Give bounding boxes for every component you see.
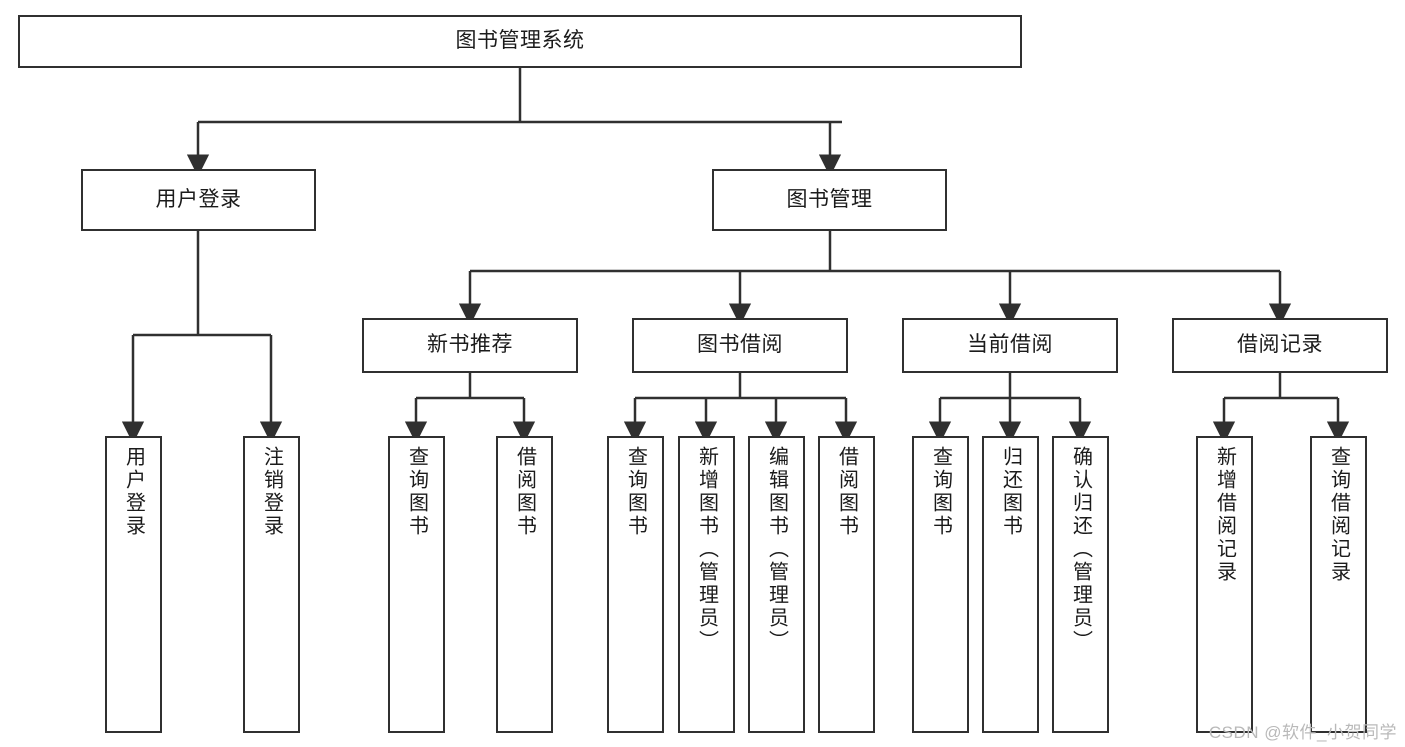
node-label: 用户登录 <box>155 187 242 211</box>
node-leaf-add-book-admin[interactable]: 新增图书（管理员） <box>678 436 735 733</box>
node-label: 用户登录 <box>122 446 145 538</box>
node-label: 查询图书 <box>929 446 952 538</box>
node-leaf-confirm-return-admin[interactable]: 确认归还（管理员） <box>1052 436 1109 733</box>
node-leaf-add-borrow-record[interactable]: 新增借阅记录 <box>1196 436 1253 733</box>
node-new-book-recommendation[interactable]: 新书推荐 <box>362 318 578 373</box>
node-label: 图书管理 <box>786 187 873 211</box>
node-label: 图书管理系统 <box>455 29 585 53</box>
node-leaf-user-login[interactable]: 用户登录 <box>105 436 162 733</box>
node-root-book-management-system[interactable]: 图书管理系统 <box>18 15 1022 68</box>
node-label: 查询图书 <box>405 446 428 538</box>
node-label: 借阅图书 <box>835 446 858 538</box>
node-label: 归还图书 <box>999 446 1022 538</box>
watermark: CSDN @软件_小贺同学 <box>1208 723 1397 742</box>
node-label: 新书推荐 <box>427 333 513 357</box>
node-label: 查询借阅记录 <box>1327 446 1350 584</box>
node-leaf-query-books-current[interactable]: 查询图书 <box>912 436 969 733</box>
node-label: 当前借阅 <box>967 333 1053 357</box>
node-leaf-return-books[interactable]: 归还图书 <box>982 436 1039 733</box>
node-leaf-query-books-borrow[interactable]: 查询图书 <box>607 436 664 733</box>
node-label: 编辑图书（管理员） <box>765 446 788 653</box>
node-label: 新增借阅记录 <box>1213 446 1236 584</box>
node-label: 注销登录 <box>260 446 283 538</box>
node-user-login[interactable]: 用户登录 <box>81 169 316 231</box>
node-current-borrowing[interactable]: 当前借阅 <box>902 318 1118 373</box>
node-leaf-edit-book-admin[interactable]: 编辑图书（管理员） <box>748 436 805 733</box>
node-label: 新增图书（管理员） <box>695 446 718 653</box>
node-label: 确认归还（管理员） <box>1069 446 1092 653</box>
node-label: 借阅记录 <box>1237 333 1323 357</box>
node-borrowing-records[interactable]: 借阅记录 <box>1172 318 1388 373</box>
node-book-borrowing[interactable]: 图书借阅 <box>632 318 848 373</box>
node-leaf-query-borrow-record[interactable]: 查询借阅记录 <box>1310 436 1367 733</box>
node-leaf-query-books-recommend[interactable]: 查询图书 <box>388 436 445 733</box>
node-label: 图书借阅 <box>697 333 783 357</box>
node-label: 借阅图书 <box>513 446 536 538</box>
node-book-management[interactable]: 图书管理 <box>712 169 947 231</box>
node-leaf-borrow-books[interactable]: 借阅图书 <box>818 436 875 733</box>
node-label: 查询图书 <box>624 446 647 538</box>
node-leaf-borrow-books-recommend[interactable]: 借阅图书 <box>496 436 553 733</box>
node-leaf-logout[interactable]: 注销登录 <box>243 436 300 733</box>
